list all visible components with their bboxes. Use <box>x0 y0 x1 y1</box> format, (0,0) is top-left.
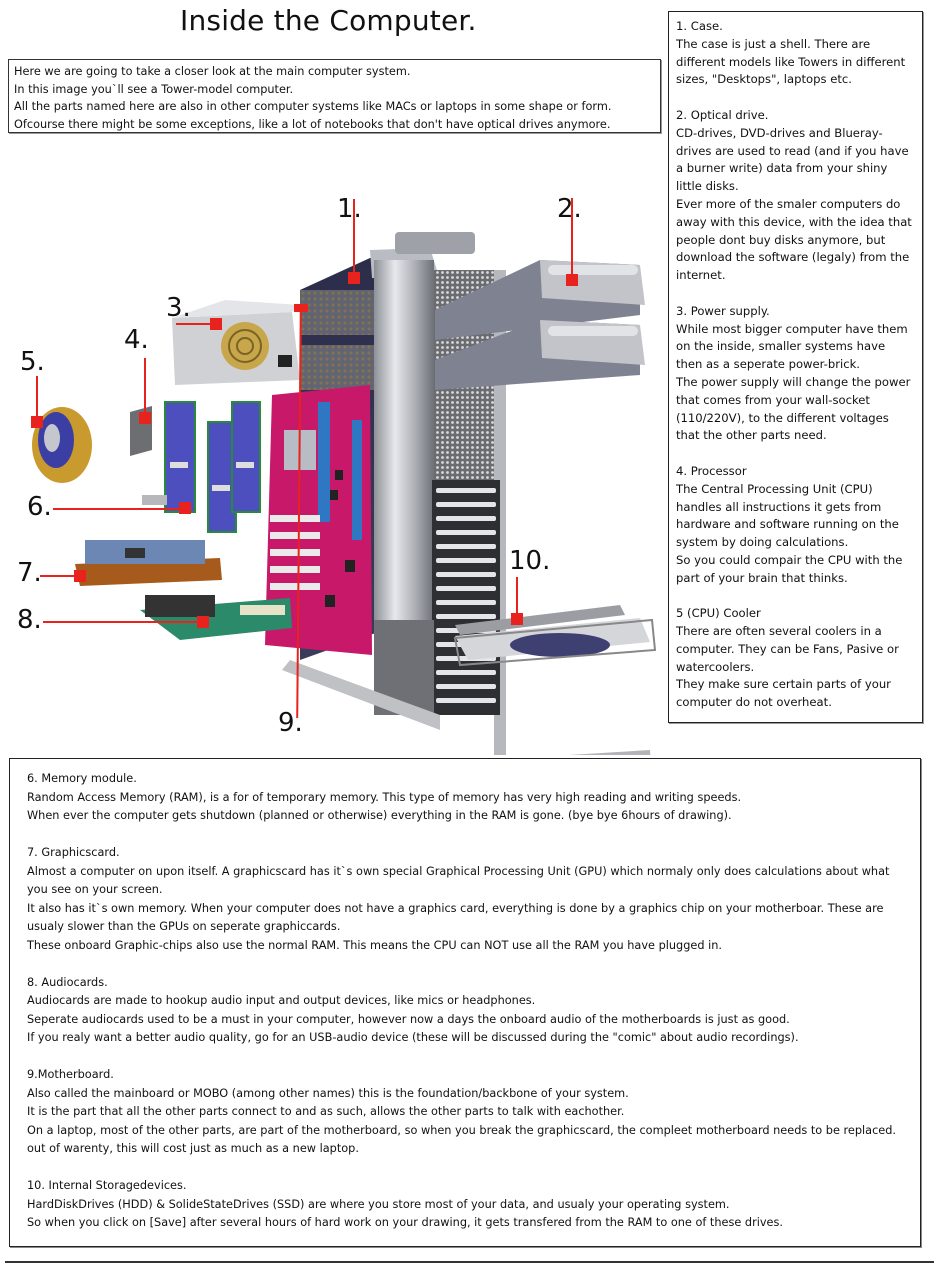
callout-power-supply: 3. <box>166 293 191 323</box>
marker-cpu-cooler <box>31 416 43 428</box>
leader-power-supply <box>176 323 216 325</box>
section-case: 1. Case. The case is just a shell. There… <box>676 18 915 89</box>
section-text: HardDiskDrives (HDD) & SolideStateDrives… <box>27 1197 730 1211</box>
power-supply <box>172 300 300 385</box>
marker-case <box>348 272 360 284</box>
section-text: So you could compair the CPU with the pa… <box>676 552 903 585</box>
section-heading: 8. Audiocards. <box>27 975 108 989</box>
section-heading: 3. Power supply. <box>676 303 770 318</box>
callout-motherboard: 9. <box>278 708 303 738</box>
section-text: The case is just a shell. There are diff… <box>676 36 906 87</box>
marker-power-supply <box>210 318 222 330</box>
leader-memory-module <box>53 508 185 510</box>
leader-storage <box>516 577 518 617</box>
section-heading: 5 (CPU) Cooler <box>676 606 761 621</box>
section-heading: 2. Optical drive. <box>676 107 769 122</box>
parts-description-panel-6-10: 6. Memory module. Random Access Memory (… <box>9 758 921 1247</box>
leader-processor <box>144 358 146 418</box>
bottom-divider <box>5 1261 934 1263</box>
section-heading: 4. Processor <box>676 463 747 478</box>
section-text: Also called the mainboard or MOBO (among… <box>27 1086 629 1100</box>
section-storage: 10. Internal Storagedevices. HardDiskDri… <box>27 1177 903 1233</box>
section-cpu-cooler: 5 (CPU) Cooler There are often several c… <box>676 605 915 712</box>
section-text: The Central Processing Unit (CPU) handle… <box>676 481 899 550</box>
graphics-card <box>75 540 222 586</box>
section-text: So when you click on [Save] after severa… <box>27 1216 783 1229</box>
section-graphics-card: 7. Graphicscard. Almost a computer on up… <box>27 844 903 955</box>
audio-card <box>140 595 292 640</box>
optical-drives <box>435 260 645 390</box>
section-text: The power supply will change the power t… <box>676 374 911 443</box>
intro-box: Here we are going to take a closer look … <box>8 59 661 133</box>
leader-cpu-cooler <box>36 376 38 418</box>
section-motherboard: 9.Motherboard. Also called the mainboard… <box>27 1066 903 1159</box>
section-text: Almost a computer on upon itself. A grap… <box>27 864 890 897</box>
section-text: Ever more of the smaler computers do awa… <box>676 196 912 283</box>
section-heading: 10. Internal Storagedevices. <box>27 1179 187 1192</box>
callout-optical-drive: 2. <box>557 194 582 224</box>
section-text: These onboard Graphic-chips also use the… <box>27 938 722 952</box>
callout-audio-card: 8. <box>17 605 42 635</box>
section-audio-card: 8. Audiocards. Audiocards are made to ho… <box>27 974 903 1048</box>
callout-cpu-cooler: 5. <box>20 347 45 377</box>
cpu-cooler <box>32 407 92 483</box>
intro-line: All the parts named here are also in oth… <box>14 100 612 113</box>
callout-storage: 10. <box>509 546 551 576</box>
section-processor: 4. Processor The Central Processing Unit… <box>676 463 915 588</box>
section-text: It also has it`s own memory. When your c… <box>27 901 884 934</box>
marker-audio-card <box>197 616 209 628</box>
section-text: Audiocards are made to hookup audio inpu… <box>27 994 536 1007</box>
section-heading: 7. Graphicscard. <box>27 846 120 859</box>
section-heading: 1. Case. <box>676 19 723 33</box>
callout-processor: 4. <box>124 325 149 355</box>
section-text: CD-drives, DVD-drives and Blueray-drives… <box>676 125 909 194</box>
marker-motherboard <box>294 304 308 312</box>
marker-optical-drive <box>566 274 578 286</box>
memory-modules <box>142 401 261 533</box>
intro-line: In this image you`ll see a Tower-model c… <box>14 82 294 96</box>
section-text: On a laptop, most of the other parts, ar… <box>27 1123 896 1137</box>
computer-diagram: 1. 2. 3. 4. 5. 6. 7. 8. 9. 10. <box>0 140 665 755</box>
parts-description-panel-1-5: 1. Case. The case is just a shell. There… <box>668 11 923 723</box>
section-text: out of warenty, this will cost just as m… <box>27 1142 359 1155</box>
intro-line: Ofcourse there might be some exceptions,… <box>14 117 611 131</box>
section-memory-module: 6. Memory module. Random Access Memory (… <box>27 770 903 826</box>
section-text: It is the part that all the other parts … <box>27 1105 625 1118</box>
computer-illustration <box>32 232 657 755</box>
section-text: Random Access Memory (RAM), is a for of … <box>27 790 742 804</box>
motherboard <box>265 385 372 655</box>
leader-case <box>353 199 355 279</box>
leader-graphics-card <box>40 575 80 577</box>
callout-graphics-card: 7. <box>17 558 42 588</box>
marker-memory-module <box>179 502 191 514</box>
section-power-supply: 3. Power supply. While most bigger compu… <box>676 303 915 445</box>
page-title: Inside the Computer. <box>180 4 477 37</box>
marker-storage <box>511 613 523 625</box>
section-text: There are often several coolers in a com… <box>676 624 899 674</box>
leader-audio-card <box>43 621 203 623</box>
section-text: They make sure certain parts of your com… <box>676 677 891 710</box>
section-heading: 6. Memory module. <box>27 772 137 785</box>
callout-memory-module: 6. <box>27 492 52 522</box>
marker-graphics-card <box>74 570 86 582</box>
intro-line: Here we are going to take a closer look … <box>14 65 411 78</box>
hard-drive <box>453 605 657 755</box>
section-text: Seperate audiocards used to be a must in… <box>27 1012 790 1026</box>
section-text: When ever the computer gets shutdown (pl… <box>27 809 732 822</box>
leader-optical-drive <box>571 198 573 278</box>
section-text: While most bigger computer have them on … <box>676 321 908 372</box>
marker-processor <box>139 412 151 424</box>
section-heading: 9.Motherboard. <box>27 1068 114 1081</box>
section-text: If you realy want a better audio quality… <box>27 1031 799 1044</box>
section-optical-drive: 2. Optical drive. CD-drives, DVD-drives … <box>676 107 915 285</box>
callout-case: 1. <box>337 194 362 224</box>
